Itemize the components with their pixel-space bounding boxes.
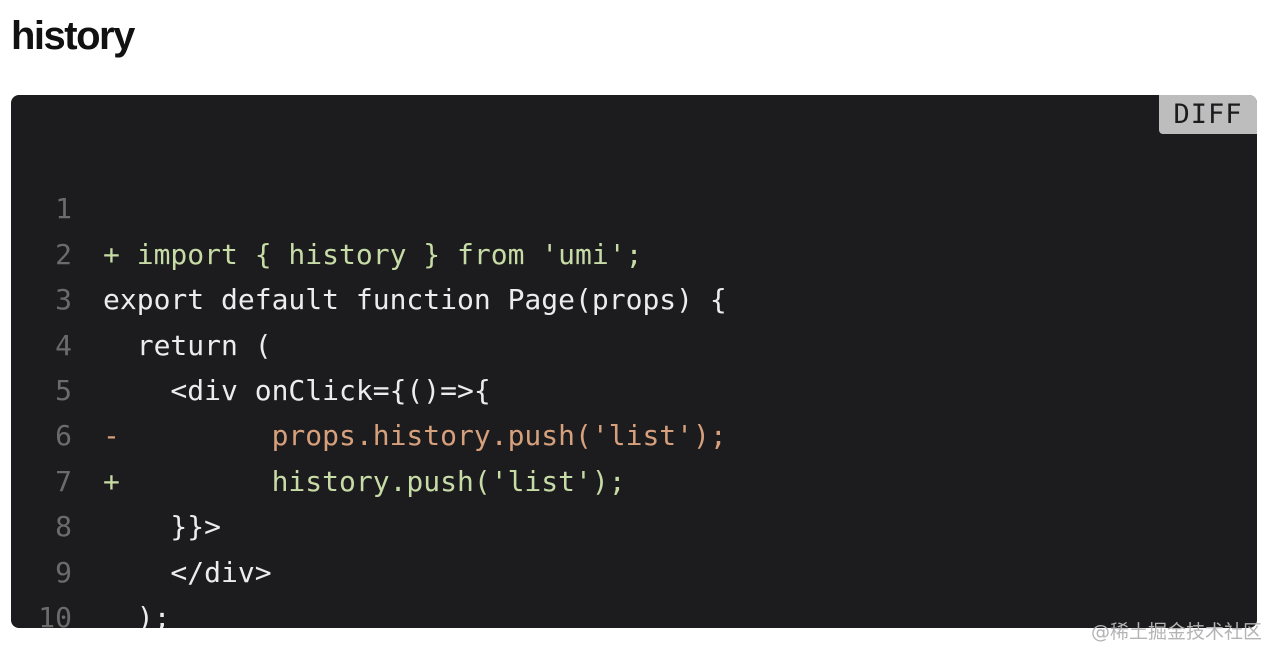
code-line: 3 return ( <box>11 232 1257 361</box>
line-number: 5 <box>55 373 72 407</box>
code-line: 4 <div onClick={()=>{ <box>11 277 1257 407</box>
code-line: 6 + history.push('list'); <box>11 368 1257 497</box>
code-lines: 1 + import { history } from 'umi'; 2 exp… <box>11 141 1257 628</box>
line-code: ); <box>103 600 171 628</box>
line-code: export default function Page(props) { <box>103 283 727 317</box>
line-number: 6 <box>55 419 72 453</box>
language-badge: DIFF <box>1159 95 1257 134</box>
line-number: 1 <box>55 192 72 226</box>
code-line: 7 }}> <box>11 413 1257 543</box>
line-code-removed: - props.history.push('list'); <box>103 419 727 453</box>
line-number: 9 <box>55 555 72 589</box>
code-line: 10 } <box>11 550 1257 628</box>
line-code: }}> <box>103 510 222 544</box>
line-code: <div onClick={()=>{ <box>103 373 491 407</box>
line-code-added: + import { history } from 'umi'; <box>103 237 643 271</box>
line-number: 7 <box>55 464 72 498</box>
code-line: 5 - props.history.push('list'); <box>11 323 1257 452</box>
page-title: history <box>11 14 135 58</box>
code-line: 8 </div> <box>11 459 1257 588</box>
line-number: 4 <box>55 328 72 362</box>
line-code-added: + history.push('list'); <box>103 464 626 498</box>
code-line: 2 export default function Page(props) { <box>11 186 1257 316</box>
code-line: 1 + import { history } from 'umi'; <box>11 141 1257 270</box>
line-code: return ( <box>103 328 272 362</box>
watermark: @稀土掘金技术社区 <box>1090 621 1262 643</box>
line-number: 10 <box>38 600 72 628</box>
line-number: 8 <box>55 510 72 544</box>
line-number: 2 <box>55 237 72 271</box>
code-line: 9 ); <box>11 504 1257 628</box>
line-code: </div> <box>103 555 272 589</box>
code-block: DIFF 1 + import { history } from 'umi'; … <box>11 95 1257 628</box>
line-number: 3 <box>55 283 72 317</box>
